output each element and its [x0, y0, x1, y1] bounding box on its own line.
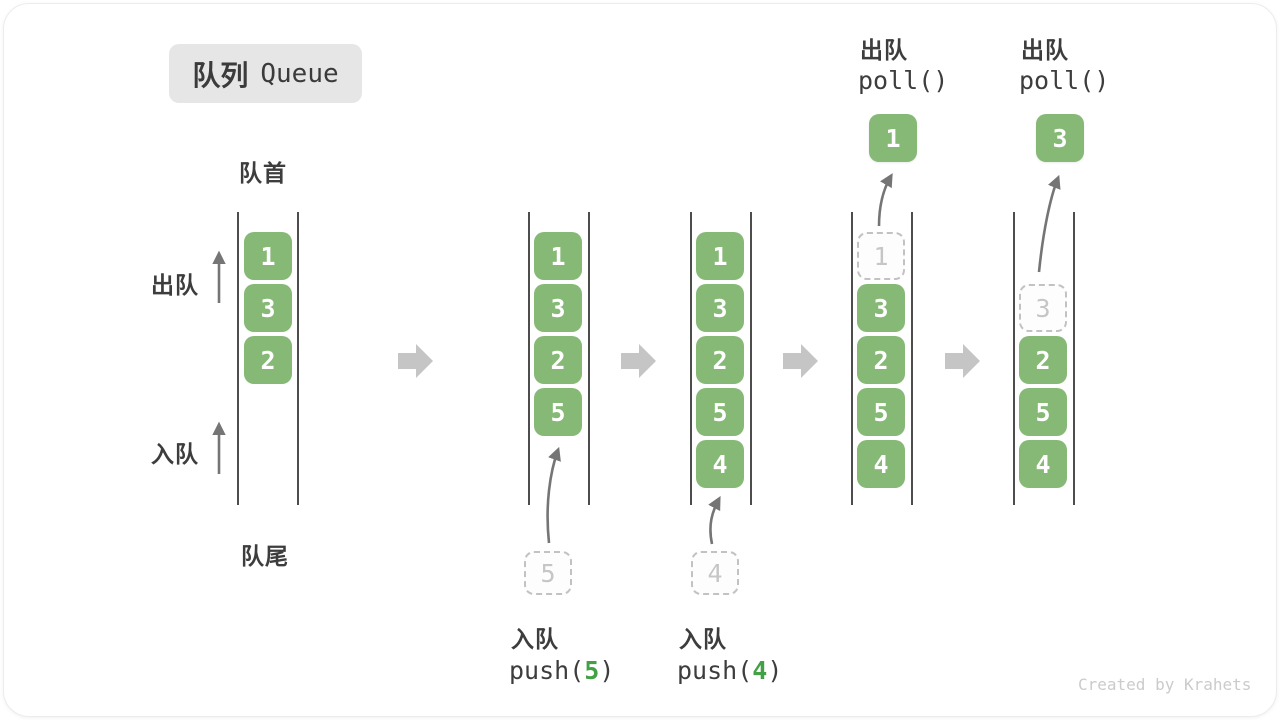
polled-result-cell: 3 [1036, 114, 1084, 162]
queue-cell: 1 [696, 232, 744, 280]
title-cn: 队列 [192, 59, 249, 91]
queue-cell: 5 [696, 388, 744, 436]
push5-op-name: 入队 [511, 626, 559, 652]
removed-element-placeholder: 3 [1019, 284, 1067, 332]
push5-code-close: ) [599, 656, 615, 685]
queue-cell: 2 [534, 336, 582, 384]
push4-code-open: push( [677, 656, 753, 685]
push5-code-open: push( [509, 656, 585, 685]
title-en: Queue [260, 58, 339, 89]
queue5-right-rail [1073, 212, 1075, 505]
title-badge: 队列 Queue [169, 44, 362, 103]
push4-code-close: ) [767, 656, 783, 685]
queue-cell: 2 [244, 336, 292, 384]
queue-cell: 4 [696, 440, 744, 488]
figure-card [3, 3, 1277, 717]
queue-cell: 1 [244, 232, 292, 280]
push5-code-arg: 5 [584, 656, 600, 685]
poll1-op-name: 出队 [860, 37, 908, 63]
poll2-op-name: 出队 [1021, 37, 1069, 63]
push5-op-code: push(5) [509, 656, 614, 685]
label-dequeue-direction: 出队 [151, 272, 199, 298]
queue3-right-rail [750, 212, 752, 505]
label-queue-rear: 队尾 [241, 543, 289, 569]
queue-cell: 3 [534, 284, 582, 332]
incoming-element-placeholder: 4 [691, 551, 739, 595]
queue-cell: 3 [244, 284, 292, 332]
queue-cell: 2 [857, 336, 905, 384]
removed-element-placeholder: 1 [857, 232, 905, 280]
queue-cell: 3 [696, 284, 744, 332]
queue-cell: 5 [857, 388, 905, 436]
label-enqueue-direction: 入队 [151, 441, 199, 467]
queue5-left-rail [1013, 212, 1015, 505]
incoming-element-placeholder: 5 [524, 551, 572, 595]
queue-cell: 5 [534, 388, 582, 436]
queue4-left-rail [851, 212, 853, 505]
poll1-op-code: poll() [858, 66, 949, 95]
queue-cell: 2 [1019, 336, 1067, 384]
label-queue-front: 队首 [239, 160, 287, 186]
queue-cell: 5 [1019, 388, 1067, 436]
push4-op-code: push(4) [677, 656, 782, 685]
push4-code-arg: 4 [752, 656, 768, 685]
queue2-left-rail [528, 212, 530, 505]
push4-op-name: 入队 [679, 626, 727, 652]
queue4-right-rail [911, 212, 913, 505]
queue1-left-rail [237, 212, 239, 505]
queue-cell: 1 [534, 232, 582, 280]
watermark: Created by Krahets [1078, 675, 1252, 694]
queue-cell: 4 [857, 440, 905, 488]
queue-cell: 2 [696, 336, 744, 384]
queue1-right-rail [297, 212, 299, 505]
queue3-left-rail [690, 212, 692, 505]
poll2-op-code: poll() [1019, 66, 1110, 95]
queue2-right-rail [588, 212, 590, 505]
polled-result-cell: 1 [869, 114, 917, 162]
queue-cell: 3 [857, 284, 905, 332]
queue-cell: 4 [1019, 440, 1067, 488]
